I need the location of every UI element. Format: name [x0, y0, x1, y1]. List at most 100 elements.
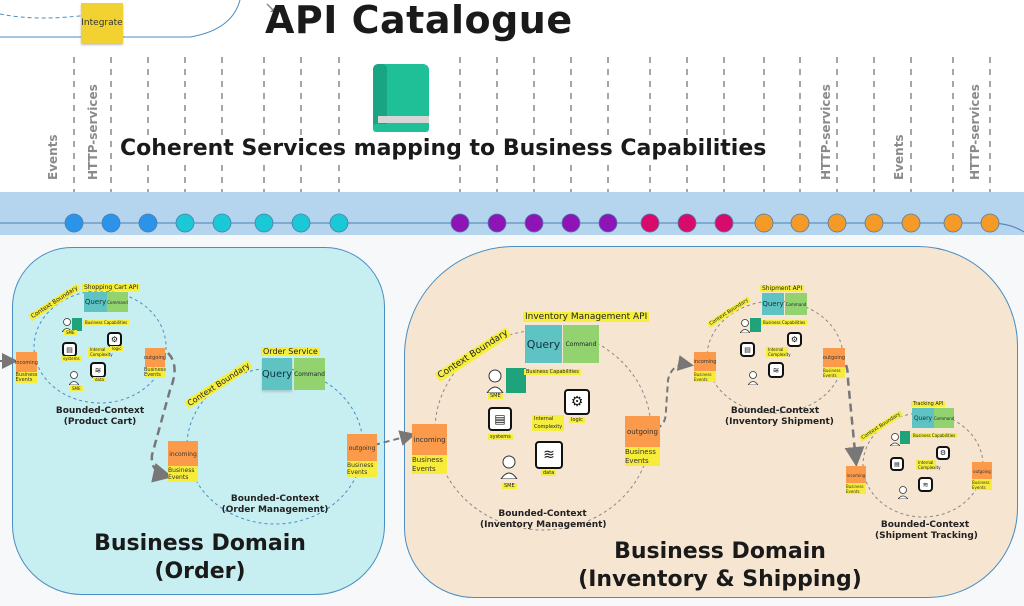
business-events-label: Business Events [143, 366, 167, 378]
database-icon: ≋ [918, 477, 933, 492]
systems-icon: ▤ [740, 342, 755, 357]
gear-icon: ⚙ [107, 332, 122, 347]
service-node[interactable] [175, 213, 195, 233]
sme-label: SME [502, 483, 517, 489]
service-node[interactable] [980, 213, 1000, 233]
service-node[interactable] [598, 213, 618, 233]
query-button[interactable]: Query [84, 292, 107, 312]
book-icon [900, 431, 910, 444]
service-node[interactable] [487, 213, 507, 233]
systems-icon: ▤ [62, 342, 77, 357]
service-node[interactable] [450, 213, 470, 233]
sme-person-icon [889, 431, 901, 450]
outgoing-events-sticky[interactable]: outgoing [144, 348, 166, 368]
outgoing-events-sticky[interactable]: outgoing [625, 416, 660, 448]
lane-label-http-services: HTTP-services [86, 84, 100, 180]
domain-title-order: Business Domain(Order) [94, 531, 306, 584]
bounded-context-title: Bounded-Context(Shipment Tracking) [875, 520, 978, 541]
book-icon [72, 318, 82, 331]
event-flow-arrows [0, 352, 865, 483]
sme-label: SME [64, 330, 77, 335]
systems-icon: ▤ [488, 407, 512, 431]
service-node[interactable] [524, 213, 544, 233]
service-node[interactable] [827, 213, 847, 233]
bounded-context-title: Bounded-Context(Order Management) [221, 494, 329, 515]
internal-complexity-label: Internal Complexity [766, 347, 791, 357]
query-button[interactable]: Query [262, 358, 292, 390]
outgoing-events-sticky[interactable]: outgoing [823, 348, 845, 368]
incoming-events-sticky[interactable]: incoming [694, 352, 716, 372]
sme-label: SME [488, 393, 503, 399]
data-label: data [93, 377, 107, 382]
page-title: API Catalogue [265, 0, 573, 42]
service-node[interactable] [138, 213, 158, 233]
book-icon [373, 64, 429, 132]
command-button[interactable]: Command [934, 408, 954, 428]
service-node[interactable] [254, 213, 274, 233]
internal-complexity-label: Internal Complexity [532, 415, 564, 431]
logic-label: logic [569, 417, 585, 423]
lane-label-events: Events [892, 134, 906, 180]
business-domain-order[interactable] [12, 247, 385, 595]
incoming-events-sticky[interactable]: incoming [15, 352, 38, 373]
service-node[interactable] [212, 213, 232, 233]
service-bus [0, 213, 1024, 233]
command-button[interactable]: Command [785, 293, 807, 315]
sme-person-icon [747, 370, 759, 389]
service-node[interactable] [677, 213, 697, 233]
systems-label: systems [61, 356, 82, 361]
sme-person-icon [739, 318, 751, 337]
service-node[interactable] [901, 213, 921, 233]
service-node[interactable] [329, 213, 349, 233]
page-subtitle: Coherent Services mapping to Business Ca… [118, 136, 769, 161]
api-label: Shipment API [760, 285, 805, 292]
lane-label-http-services: HTTP-services [968, 84, 982, 180]
business-events-label: Business Events [694, 371, 716, 382]
lane-label-http-services: HTTP-services [819, 84, 833, 180]
service-node[interactable] [790, 213, 810, 233]
service-node[interactable] [864, 213, 884, 233]
domain-title-inventory-shipping: Business Domain(Inventory & Shipping) [578, 539, 862, 592]
business-events-label: Business Events [168, 466, 198, 482]
gear-icon: ⚙ [787, 332, 802, 347]
query-button[interactable]: Query [762, 293, 784, 315]
business-events-label: Business Events [412, 455, 447, 474]
bounded-context-title: Bounded-Context(Inventory Management) [480, 509, 607, 530]
service-node[interactable] [101, 213, 121, 233]
query-button[interactable]: Query [525, 325, 562, 363]
sme-person-icon [68, 370, 80, 389]
gear-icon: ⚙ [936, 446, 950, 460]
database-icon: ≋ [535, 441, 563, 469]
business-events-label: Business Events [823, 367, 845, 378]
incoming-events-sticky[interactable]: incoming [168, 441, 198, 467]
incoming-events-sticky[interactable]: incoming [846, 466, 866, 484]
command-button[interactable]: Command [107, 292, 128, 312]
service-node[interactable] [714, 213, 734, 233]
systems-icon: ▤ [890, 457, 904, 471]
outgoing-events-sticky[interactable]: outgoing [972, 462, 992, 480]
logic-label: logic [110, 346, 124, 351]
query-button[interactable]: Query [912, 408, 934, 428]
sme-label: SME [70, 386, 83, 391]
command-button[interactable]: Command [563, 325, 599, 363]
service-node[interactable] [640, 213, 660, 233]
outgoing-events-sticky[interactable]: outgoing [347, 434, 377, 462]
business-events-label: Business Events [347, 461, 377, 477]
integrate-sticky-note[interactable]: Integrate [81, 3, 123, 43]
service-node[interactable] [291, 213, 311, 233]
data-label: data [541, 470, 557, 476]
lane-label-events: Events [46, 134, 60, 180]
service-node[interactable] [64, 213, 84, 233]
context-boundary-product-cart [33, 290, 167, 404]
service-node[interactable] [561, 213, 581, 233]
small-arrow-icon [266, 3, 276, 13]
api-label: Order Service [261, 347, 320, 356]
incoming-events-sticky[interactable]: incoming [412, 424, 447, 456]
service-node[interactable] [943, 213, 963, 233]
service-node[interactable] [754, 213, 774, 233]
book-icon [750, 318, 761, 332]
internal-complexity-label: Internal Complexity [916, 460, 941, 470]
business-events-label: Business Events [625, 447, 660, 466]
bounded-context-title: Bounded-Context(Product Cart) [55, 406, 145, 427]
command-button[interactable]: Command [294, 358, 325, 390]
